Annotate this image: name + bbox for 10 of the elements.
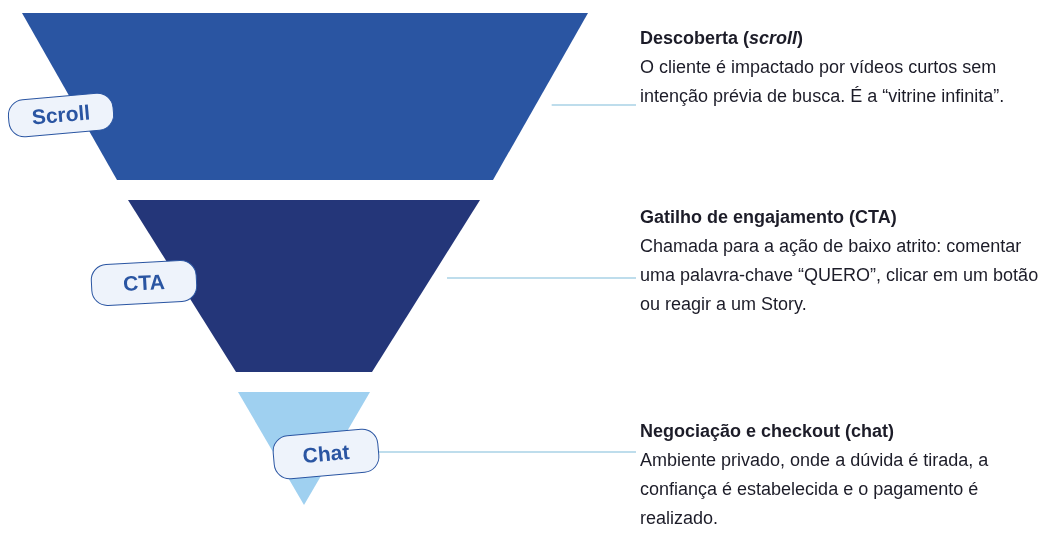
stage-tag: CTA [89,259,199,307]
stage-description: O cliente é impactado por vídeos curtos sem intenção prévia de busca. É a “vitrine infinita”. [640,56,1006,108]
stage-tag: Scroll [6,91,116,139]
stage-heading: Descoberta (scroll) [640,27,805,50]
stage-description: Chamada para a ação de baixo atrito: comentar uma palavra-chave “QUERO”, clicar em um botão ou reagir a um Story. [640,235,1040,316]
leader-line [446,277,637,279]
stage-heading: Gatilho de engajamento (CTA) [640,206,898,229]
stage-description: Ambiente privado, onde a dúvida é tirada, a confiança é estabelecida e o pagamento é realizado. [640,449,990,530]
stage-heading: Negociação e checkout (chat) [640,420,896,443]
leader-line [551,104,637,106]
